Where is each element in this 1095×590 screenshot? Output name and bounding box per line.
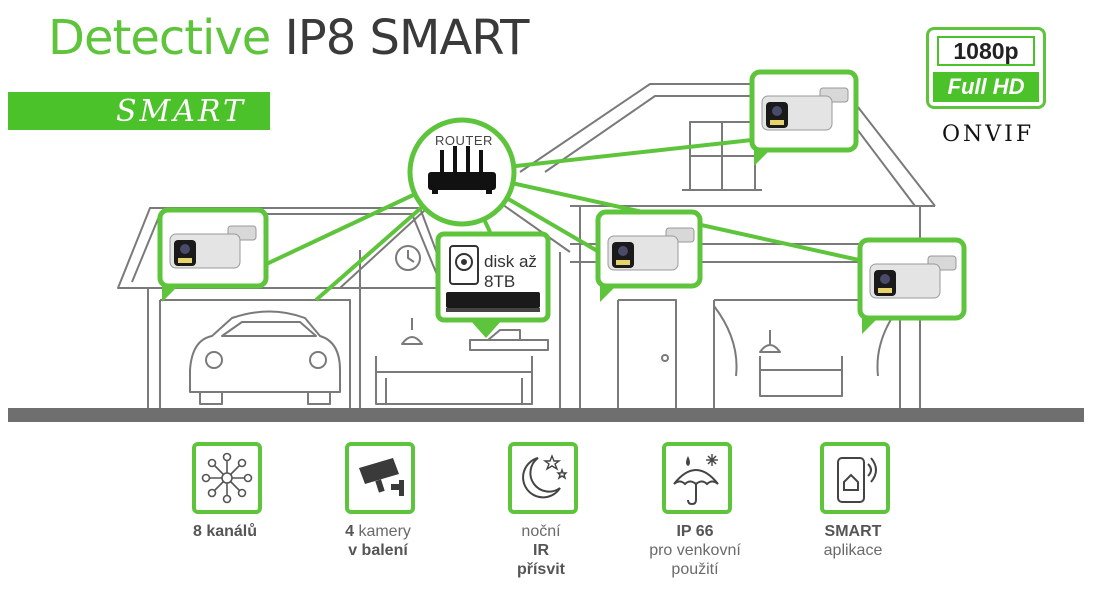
- camera-bubble: [857, 237, 967, 334]
- sofa: [375, 356, 533, 405]
- bullet-camera-icon: [761, 87, 849, 131]
- umbrella-weather-icon: [673, 454, 719, 506]
- feature-caption-line2: IR: [533, 542, 549, 559]
- moon-stars-icon: [522, 454, 568, 499]
- disk-label: disk až 8TB: [484, 252, 537, 291]
- smart-band-text: SMART: [115, 94, 246, 129]
- feature-caption: SMART aplikace: [783, 522, 923, 560]
- cctv-camera-icon: [359, 458, 404, 496]
- feature-caption-line2: aplikace: [823, 542, 883, 559]
- feature-caption: noční IR přísvit: [471, 522, 611, 579]
- title-brand: Detective: [48, 10, 271, 66]
- feature-caption-count: 4: [345, 523, 354, 540]
- smart-band: SMART: [8, 92, 270, 130]
- router-label: ROUTER: [435, 133, 493, 148]
- feature-icon-box: [820, 442, 890, 514]
- ground: [8, 408, 1084, 422]
- feature-caption-line1: noční: [521, 523, 561, 540]
- feature-caption-line1: SMART: [824, 523, 882, 540]
- feature-caption: 4 kamery v balení: [308, 522, 448, 560]
- right-house-roof: [519, 83, 936, 207]
- page-title: Detective IP8 SMART: [48, 14, 529, 62]
- bullet-camera-icon: [869, 255, 957, 299]
- feature-caption-line2: v balení: [348, 542, 408, 559]
- quality-label: Full HD: [933, 72, 1039, 102]
- onvif-logo: ONVIF: [942, 122, 1035, 147]
- feature-caption-line1: 8 kanálů: [192, 523, 258, 540]
- title-model: IP8 SMART: [284, 10, 530, 66]
- smartphone-home-icon: [837, 457, 877, 503]
- resolution-label: 1080p: [937, 36, 1035, 66]
- feature-caption-line3: použití: [671, 561, 719, 578]
- bullet-camera-icon: [169, 225, 257, 269]
- feature-caption-line1: kamery: [354, 523, 411, 540]
- nvr-recorder-icon: [446, 292, 540, 308]
- feature-caption-line3: přísvit: [516, 561, 565, 578]
- camera-bubble: [157, 207, 269, 302]
- feature-icon-box: [345, 442, 415, 514]
- network-nodes-icon: [201, 452, 253, 504]
- resolution-badge: 1080p Full HD: [926, 27, 1046, 109]
- router-icon: [428, 146, 496, 194]
- feature-caption: IP 66 pro venkovní použití: [625, 522, 765, 579]
- door: [617, 299, 677, 410]
- bullet-camera-icon: [607, 227, 695, 271]
- camera-bubble: [595, 209, 703, 302]
- clock-icon: [395, 245, 421, 271]
- feature-caption: 8 kanálů: [155, 522, 295, 541]
- feature-icon-box: [662, 442, 732, 514]
- feature-icon-box: [508, 442, 578, 514]
- feature-caption-line1: IP 66: [676, 523, 714, 540]
- hard-disk-icon: [449, 245, 479, 285]
- feature-icon-box: [192, 442, 262, 514]
- feature-caption-line2: pro venkovní: [649, 542, 741, 559]
- car: [189, 310, 341, 393]
- camera-bubble: [749, 69, 859, 166]
